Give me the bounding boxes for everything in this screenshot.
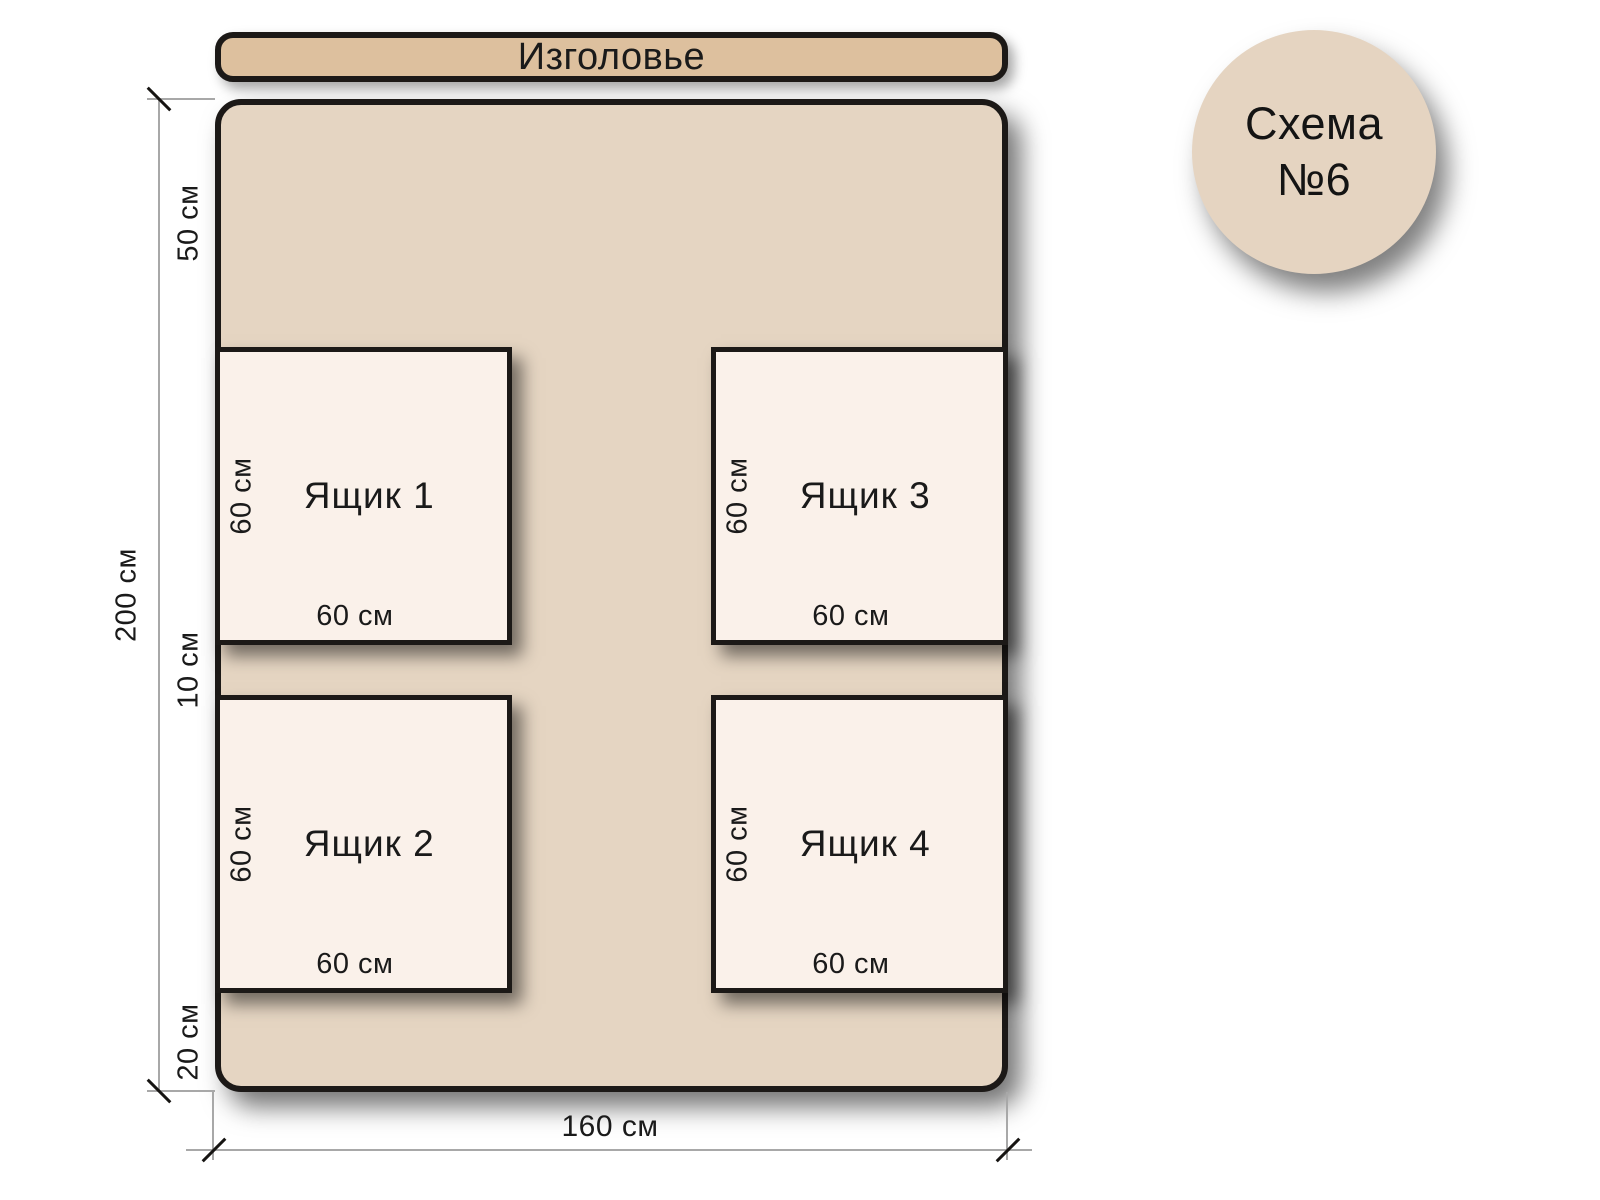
drawer-2-height-label: 60 см — [225, 805, 258, 883]
drawer-2: 60 см Ящик 2 60 см — [215, 695, 512, 993]
drawer-1-width-label: 60 см — [316, 600, 394, 632]
vertical-dimension-line — [158, 99, 160, 1091]
drawer-1-name: Ящик 1 — [303, 475, 435, 516]
extension-line-bottom-right — [1006, 1092, 1008, 1160]
total-height-label: 200 см — [110, 548, 143, 642]
horizontal-dimension-line — [186, 1149, 1032, 1151]
drawer-4-height-label: 60 см — [721, 805, 754, 883]
scheme-number-badge: Схема №6 — [1192, 30, 1436, 274]
top-offset-label: 50 см — [172, 184, 205, 262]
headboard: Изголовье — [215, 32, 1008, 82]
drawer-4-name: Ящик 4 — [799, 823, 931, 864]
drawer-1-height-label: 60 см — [225, 457, 258, 535]
drawer-4: 60 см Ящик 4 60 см — [711, 695, 1008, 993]
drawer-2-name: Ящик 2 — [303, 823, 435, 864]
drawer-4-width-label: 60 см — [812, 948, 890, 980]
extension-line-bottom-left — [212, 1092, 214, 1160]
row-gap-label: 10 см — [172, 631, 205, 709]
drawer-3: 60 см Ящик 3 60 см — [711, 347, 1008, 645]
bottom-offset-label: 20 см — [172, 1003, 205, 1081]
drawer-3-height-label: 60 см — [721, 457, 754, 535]
total-width-label: 160 см — [561, 1110, 659, 1143]
headboard-label: Изголовье — [517, 35, 706, 78]
badge-title: Схема — [1245, 97, 1383, 149]
extension-line-bottom — [147, 1090, 215, 1092]
drawer-3-name: Ящик 3 — [799, 475, 931, 516]
drawer-3-width-label: 60 см — [812, 600, 890, 632]
badge-number: №6 — [1276, 154, 1352, 205]
drawer-2-width-label: 60 см — [316, 948, 394, 980]
extension-line-top — [147, 98, 215, 100]
drawer-1: 60 см Ящик 1 60 см — [215, 347, 512, 645]
